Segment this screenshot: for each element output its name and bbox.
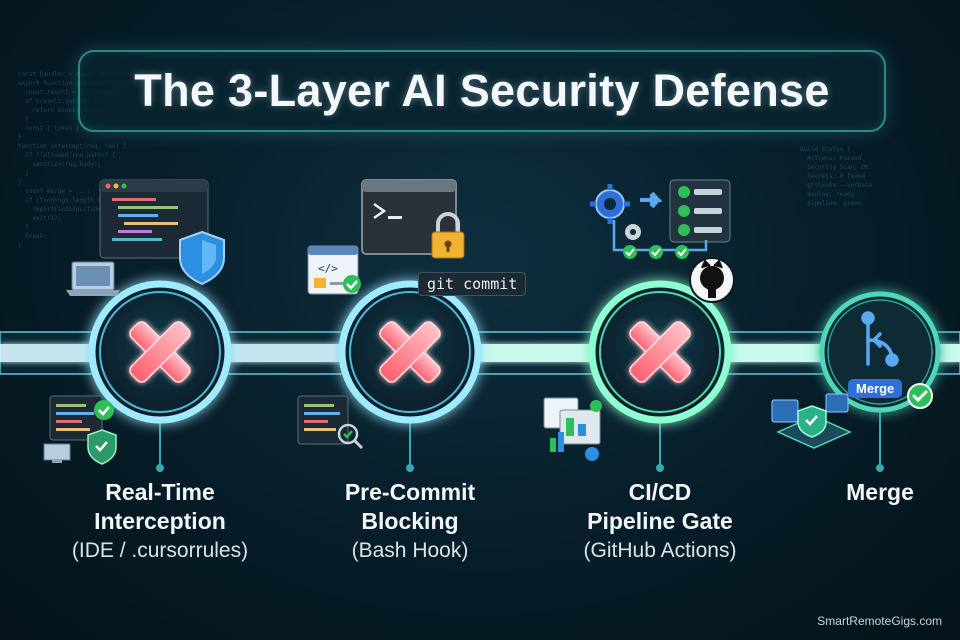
github-icon xyxy=(689,257,735,303)
checklist-icon xyxy=(669,179,731,243)
shield-check-icon xyxy=(87,429,117,465)
code-window-icon xyxy=(99,179,209,259)
watermark: SmartRemoteGigs.com xyxy=(817,614,942,628)
merge-badge: Merge xyxy=(848,379,903,398)
monitor-icon xyxy=(43,443,71,463)
node-pre-commit-blocking xyxy=(338,280,482,424)
pipeline-checks-icon xyxy=(612,220,708,259)
git-commit-tag: git commit xyxy=(418,272,527,296)
svg-text:</>: </> xyxy=(318,262,338,275)
laptop-icon xyxy=(66,261,120,296)
x-icon xyxy=(379,321,441,383)
x-icon xyxy=(629,321,691,383)
arrow-right-icon xyxy=(640,191,663,209)
page-title: The 3-Layer AI Security Defense xyxy=(134,65,830,116)
x-icon xyxy=(129,321,191,383)
merge-check-icon xyxy=(907,383,933,409)
node-label-realtime: Real-Time Interception (IDE / .cursorrul… xyxy=(71,479,249,562)
analytics-dashboard-icon xyxy=(543,397,602,461)
code-checklist-icon xyxy=(49,395,114,441)
code-review-icon xyxy=(297,395,364,450)
code-file-icon: </> xyxy=(307,245,361,295)
title-banner: The 3-Layer AI Security Defense xyxy=(78,50,886,132)
background-code-right: Build Status | Actions: Passed Security … xyxy=(800,146,873,207)
node-label-pre-commit: Pre-Commit Blocking (Bash Hook) xyxy=(344,479,476,562)
node-label-cicd: CI/CD Pipeline Gate (GitHub Actions) xyxy=(583,479,737,562)
small-gear-icon xyxy=(625,224,641,240)
node-cicd-pipeline-gate xyxy=(588,280,732,424)
lock-icon xyxy=(431,212,465,259)
secure-server-icon xyxy=(771,393,852,449)
node-realtime-interception xyxy=(88,280,232,424)
shield-icon xyxy=(179,230,225,286)
merge-icon xyxy=(861,311,899,367)
node-connectors xyxy=(156,412,884,472)
node-label-merge: Merge xyxy=(846,479,914,505)
gear-icon xyxy=(590,184,630,224)
